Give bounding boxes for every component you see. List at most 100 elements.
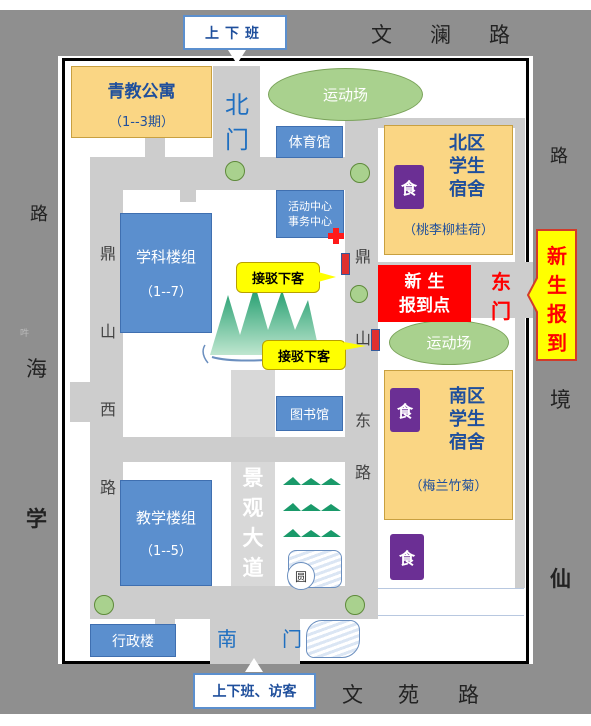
scenic-avenue [231, 462, 275, 586]
north-road [0, 10, 591, 56]
dingshan-east-char-4: 路 [354, 463, 371, 482]
north-dorm-sub: （桃李柳桂荷） [402, 223, 494, 238]
dingshan-east-label: 鼎 山 东 路 [350, 243, 376, 483]
south-dorm-line-3: 宿舍 [449, 432, 485, 453]
east-road-char-1: 路 [550, 146, 568, 167]
east-gate-label[interactable]: 东 门 [489, 266, 513, 323]
east-gate-char-1: 东 [491, 270, 511, 294]
activity-center-line-1: 活动中心 [288, 200, 332, 213]
gym-stub [180, 190, 196, 202]
tree-4 [94, 595, 114, 615]
jiaoxue-name: 教学楼组 [135, 509, 196, 527]
north-dorm-line-2: 学生 [449, 156, 485, 177]
pickup-callout-lower: 接驳下客 [262, 340, 346, 370]
north-gate-label: 北 门 [222, 85, 252, 154]
north-east-lane [378, 118, 519, 128]
north-gate-box[interactable]: 上下班 [183, 15, 287, 50]
dingshan-east-char-3: 东 [354, 411, 371, 430]
north-canteen-icon[interactable]: 食 [394, 165, 424, 209]
southeast-canteen-icon[interactable]: 食 [390, 534, 424, 580]
jiaoxue-building-group[interactable]: 教学楼组 （1--5） [120, 480, 212, 586]
admin-building[interactable]: 行政楼 [90, 624, 176, 657]
east-gate-char-2: 门 [491, 299, 511, 323]
tiny-mark: 吽 [20, 329, 30, 339]
activity-center-line-2: 事务中心 [288, 215, 332, 228]
south-gate-char-2: 门 [282, 627, 302, 651]
north-dorm-line-1: 北区 [449, 133, 485, 154]
south-dorm-sub: （梅兰竹菊） [409, 479, 488, 494]
tree-3 [350, 285, 368, 303]
north-dorm-name: 北区 学生 宿舍 [425, 132, 509, 201]
qingjiao-name: 青教公寓 [107, 82, 176, 102]
new-student-label[interactable]: 新 生 报 到 [542, 240, 572, 355]
south-road-char-2: 苑 [398, 683, 419, 707]
red-cross-marker [328, 228, 344, 244]
west-stub [70, 382, 90, 422]
west-road-char-3: 学 [26, 507, 47, 531]
xueke-name: 学科楼组 [135, 248, 196, 266]
tree-5 [345, 595, 365, 615]
scenic-avenue-label: 景 观 大 道 [236, 462, 270, 580]
west-road [0, 10, 58, 714]
bus-stop-upper[interactable] [341, 253, 350, 275]
dingshan-west-char-3: 西 [99, 400, 116, 419]
east-road [533, 10, 591, 714]
south-road-char-1: 文 [342, 683, 363, 707]
circle-marker[interactable]: 圆 [287, 562, 315, 590]
north-dorm-line-3: 宿舍 [449, 179, 485, 200]
south-canteen-icon[interactable]: 食 [390, 388, 420, 432]
registration-point[interactable]: 新 生 报到点 [378, 265, 471, 322]
scenic-char-3: 大 [242, 526, 264, 550]
west-road-char-1: 路 [30, 204, 48, 225]
west-inner-road [90, 157, 123, 607]
north-road-char-1: 文 [371, 23, 392, 47]
south-dorm-name: 南区 学生 宿舍 [425, 385, 509, 454]
pickup-callout-lower-tail [344, 342, 366, 350]
dingshan-west-label: 鼎 山 西 路 [97, 240, 119, 498]
south-dorm-line-1: 南区 [449, 386, 485, 407]
qingjiao-connector [145, 138, 165, 160]
east-lane [515, 118, 525, 588]
pickup-callout-upper: 接驳下客 [236, 262, 320, 293]
north-gate-char-1: 北 [225, 91, 249, 119]
new-student-char-2: 生 [547, 273, 567, 297]
south-gate-box[interactable]: 上下班、访客 [193, 673, 316, 709]
north-road-char-2: 澜 [430, 23, 451, 47]
xueke-building-group[interactable]: 学科楼组 （1--7） [120, 213, 212, 333]
east-service-lines [378, 588, 524, 616]
dingshan-west-char-4: 路 [99, 478, 116, 497]
east-sports-field[interactable]: 运动场 [389, 320, 509, 365]
dingshan-west-char-2: 山 [99, 322, 116, 341]
new-student-arrow [527, 229, 577, 361]
new-student-char-4: 到 [547, 331, 567, 355]
plaza [231, 370, 275, 437]
gymnasium[interactable]: 体育馆 [276, 126, 343, 158]
north-gate-char-2: 门 [225, 126, 249, 154]
scenic-char-1: 景 [242, 466, 264, 490]
south-gate-arrow [245, 658, 263, 672]
registration-line-1: 新 生 [404, 271, 445, 292]
qingjiao-sub: （1--3期） [109, 115, 174, 130]
dingshan-east-road [345, 118, 378, 607]
bus-stop-lower[interactable] [371, 329, 380, 351]
north-road-char-3: 路 [489, 23, 510, 47]
south-pond [306, 620, 360, 658]
south-road-char-3: 路 [458, 683, 479, 707]
scenic-trees-graphic [283, 477, 341, 537]
tree-2 [350, 163, 370, 183]
scenic-char-4: 道 [242, 556, 264, 580]
west-road-char-2: 海 [26, 357, 47, 381]
north-sports-field[interactable]: 运动场 [268, 68, 423, 121]
south-dorm[interactable]: 南区 学生 宿舍 （梅兰竹菊） [384, 370, 513, 520]
new-student-char-3: 报 [547, 302, 567, 326]
east-road-char-2: 境 [550, 388, 571, 412]
south-gate-road [210, 586, 300, 664]
dingshan-east-char-1: 鼎 [354, 247, 371, 266]
library[interactable]: 图书馆 [276, 396, 343, 431]
new-student-char-1: 新 [547, 244, 567, 268]
activity-center[interactable]: 活动中心 事务中心 [276, 190, 344, 238]
qingjiao-apartment[interactable]: 青教公寓 （1--3期） [71, 66, 212, 138]
north-gate-arrow [228, 50, 246, 64]
jiaoxue-sub: （1--5） [140, 544, 192, 559]
scenic-char-2: 观 [242, 496, 264, 520]
